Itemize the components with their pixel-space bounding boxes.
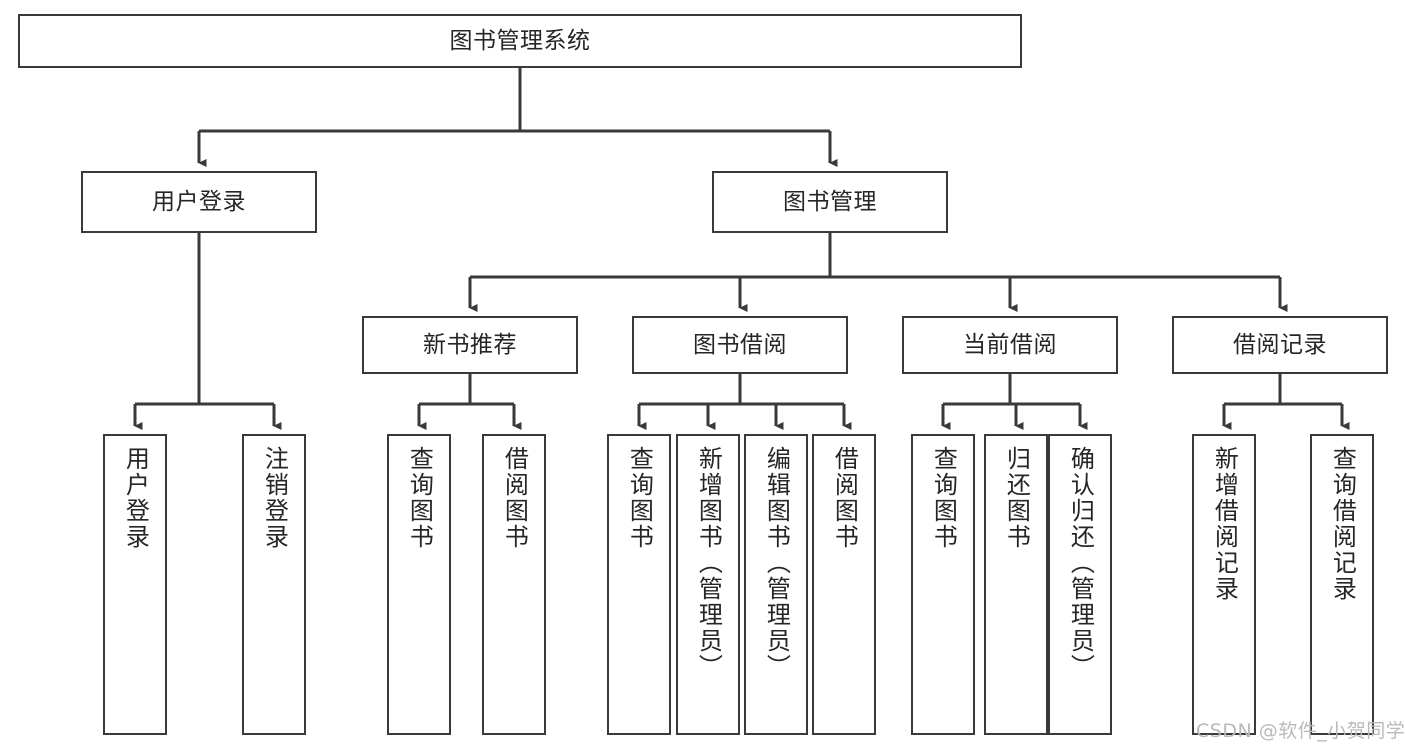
leaf-label: 新增借阅记录	[1210, 446, 1239, 602]
leaf-label: 编辑图书（管理员）	[762, 446, 791, 680]
leaf-query-book-recommend[interactable]: 查询图书	[387, 434, 451, 735]
node-book-borrow-label: 图书借阅	[693, 331, 787, 358]
node-user-login-label: 用户登录	[152, 188, 246, 215]
leaf-label: 借阅图书	[500, 446, 529, 550]
csdn-watermark: CSDN @软件_小贺同学	[1196, 720, 1405, 742]
node-book-management-label: 图书管理	[783, 188, 877, 215]
leaf-return-book[interactable]: 归还图书	[984, 434, 1048, 735]
node-root[interactable]: 图书管理系统	[18, 14, 1022, 68]
leaf-label: 确认归还（管理员）	[1066, 446, 1095, 680]
node-book-management[interactable]: 图书管理	[712, 171, 948, 233]
leaf-label: 注销登录	[260, 446, 289, 550]
node-user-login[interactable]: 用户登录	[81, 171, 317, 233]
leaf-logout[interactable]: 注销登录	[242, 434, 306, 735]
leaf-borrow-book-recommend[interactable]: 借阅图书	[482, 434, 546, 735]
node-new-book-recommend[interactable]: 新书推荐	[362, 316, 578, 374]
node-borrow-record-label: 借阅记录	[1233, 331, 1327, 358]
node-root-label: 图书管理系统	[449, 27, 591, 54]
leaf-confirm-return-admin[interactable]: 确认归还（管理员）	[1048, 434, 1112, 735]
leaf-add-borrow-record[interactable]: 新增借阅记录	[1192, 434, 1256, 735]
leaf-label: 归还图书	[1002, 446, 1031, 550]
leaf-add-book-admin[interactable]: 新增图书（管理员）	[676, 434, 740, 735]
leaf-user-login[interactable]: 用户登录	[103, 434, 167, 735]
node-current-borrow[interactable]: 当前借阅	[902, 316, 1118, 374]
leaf-label: 用户登录	[121, 446, 150, 550]
node-current-borrow-label: 当前借阅	[963, 331, 1057, 358]
leaf-query-borrow-record[interactable]: 查询借阅记录	[1310, 434, 1374, 735]
leaf-query-book-current[interactable]: 查询图书	[911, 434, 975, 735]
node-book-borrow[interactable]: 图书借阅	[632, 316, 848, 374]
leaf-label: 查询图书	[625, 446, 654, 550]
node-borrow-record[interactable]: 借阅记录	[1172, 316, 1388, 374]
node-new-book-recommend-label: 新书推荐	[423, 331, 517, 358]
leaf-label: 新增图书（管理员）	[694, 446, 723, 680]
leaf-label: 查询借阅记录	[1328, 446, 1357, 602]
leaf-edit-book-admin[interactable]: 编辑图书（管理员）	[744, 434, 808, 735]
leaf-label: 借阅图书	[830, 446, 859, 550]
leaf-label: 查询图书	[405, 446, 434, 550]
leaf-label: 查询图书	[929, 446, 958, 550]
leaf-borrow-book[interactable]: 借阅图书	[812, 434, 876, 735]
leaf-query-book-borrow[interactable]: 查询图书	[607, 434, 671, 735]
